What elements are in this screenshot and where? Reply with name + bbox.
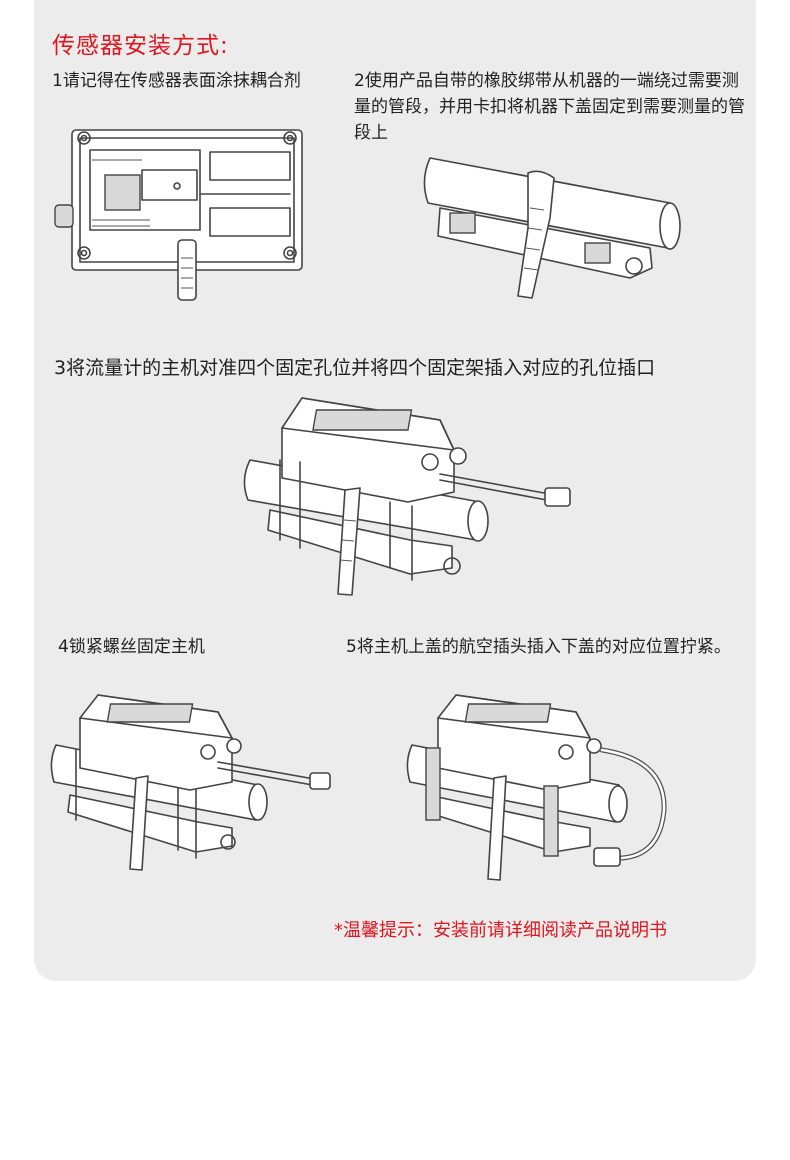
step-5-text: 5将主机上盖的航空插头插入下盖的对应位置拧紧。 bbox=[346, 637, 731, 657]
tighten-screws-illustration bbox=[50, 694, 331, 871]
main-unit-align-illustration bbox=[243, 397, 571, 596]
sensor-top-view-illustration bbox=[54, 129, 303, 301]
pipe-strap-illustration bbox=[423, 157, 681, 299]
step-4-text: 4锁紧螺丝固定主机 bbox=[58, 637, 205, 657]
step-3-text: 3将流量计的主机对准四个固定孔位并将四个固定架插入对应的孔位插口 bbox=[54, 357, 656, 379]
page-title: 传感器安装方式: bbox=[52, 33, 229, 59]
step-2-text: 2使用产品自带的橡胶绑带从机器的一端绕过需要测量的管段，并用卡扣将机器下盖固定到… bbox=[354, 71, 745, 143]
step-1-text: 1请记得在传感器表面涂抹耦合剂 bbox=[52, 71, 301, 91]
aviation-plug-illustration bbox=[406, 694, 667, 881]
warm-tip: *温馨提示：安装前请详细阅读产品说明书 bbox=[334, 920, 667, 941]
